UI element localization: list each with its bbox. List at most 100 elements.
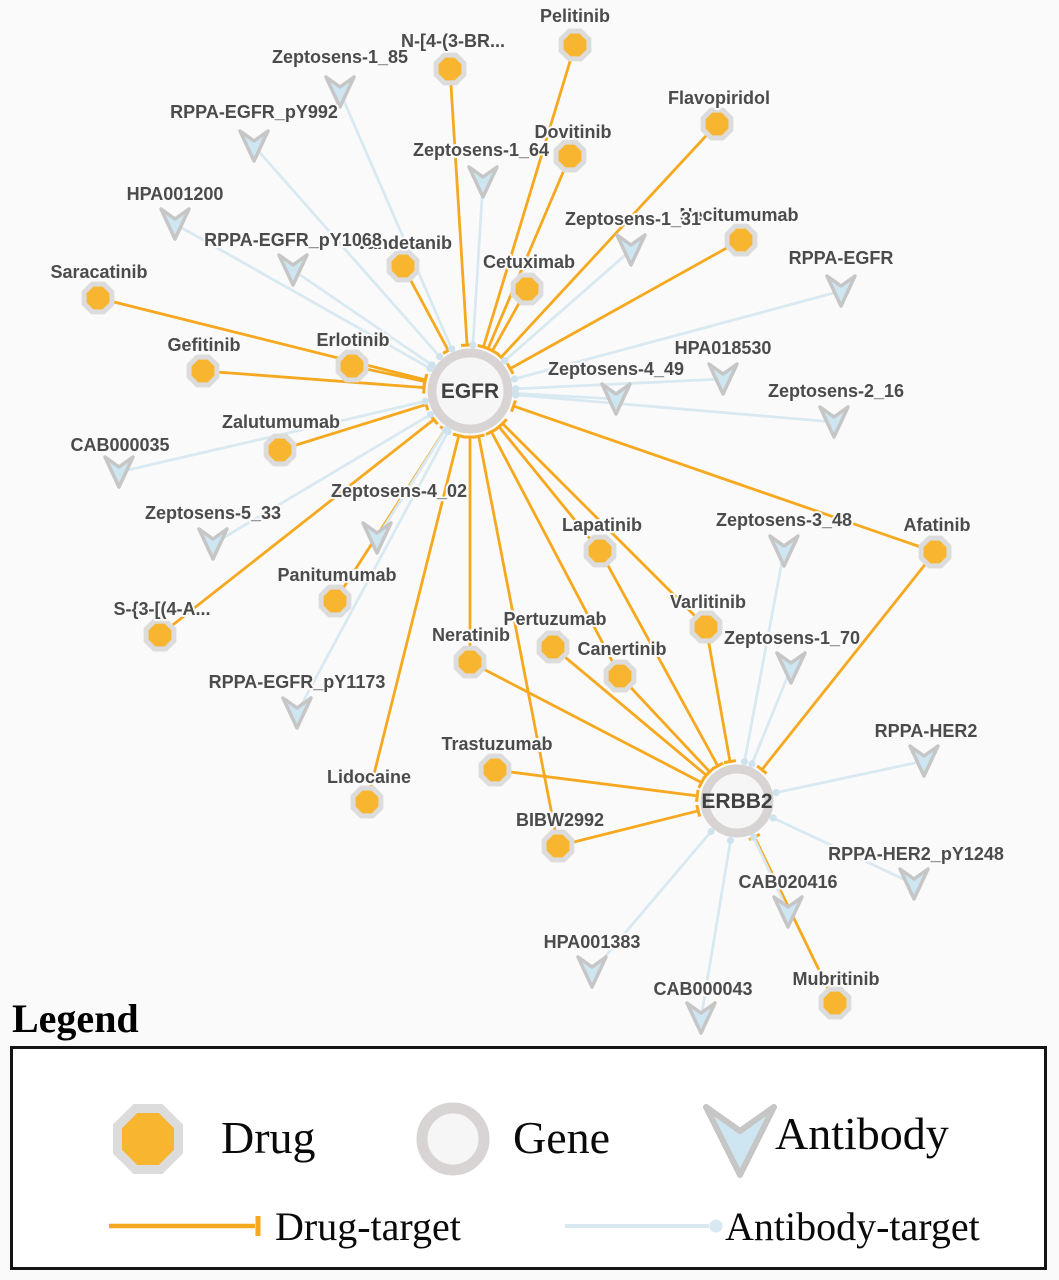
node-label-zep3_48: Zeptosens-3_48 — [716, 510, 852, 530]
antibody-target-legend-line — [565, 1219, 723, 1233]
node-label-zep4_02: Zeptosens-4_02 — [331, 481, 467, 501]
node-label-s3_4a: S-{3-[(4-A... — [113, 599, 210, 619]
drug-node-s3_4a — [143, 618, 177, 652]
antibody-target-edge-hpa001200-egfr — [174, 222, 434, 372]
drug-target-edge-pertuzumab-erbb2 — [552, 645, 712, 781]
node-label-mubritinib: Mubritinib — [793, 969, 880, 989]
drug-node-varlitinib — [689, 610, 723, 644]
antibody-node-hpa001383 — [576, 955, 608, 989]
node-label-saracatinib: Saracatinib — [50, 262, 147, 282]
node-label-hpa018530: HPA018530 — [675, 338, 772, 358]
node-label-lidocaine: Lidocaine — [327, 767, 411, 787]
node-label-rppa_egfr_py1068: RPPA-EGFR_pY1068 — [204, 230, 382, 250]
antibody-target-edge-rppa_her2-erbb2 — [772, 759, 925, 797]
drug-node-erlotinib — [335, 349, 369, 383]
node-label-trastuzumab: Trastuzumab — [441, 734, 552, 754]
drug-node-vandetanib — [386, 249, 420, 283]
drug-node-cetuximab — [510, 272, 544, 306]
antibody-target-edge-zep1_70-erbb2 — [748, 667, 793, 768]
node-label-zalutumumab: Zalutumumab — [222, 412, 340, 432]
antibody-node-rppa_her2 — [908, 744, 940, 778]
drug-target-edge-mubritinib-erbb2 — [748, 833, 837, 1004]
drug-target-edge-pelitinib-egfr — [477, 44, 577, 351]
node-label-zep1_70: Zeptosens-1_70 — [724, 628, 860, 648]
drug-target-edge-varlitinib-erbb2 — [704, 626, 737, 765]
drug-node-lidocaine — [350, 785, 384, 819]
node-label-cab020416: CAB020416 — [738, 872, 837, 892]
drug-node-neratinib — [453, 645, 487, 679]
node-label-cab000043: CAB000043 — [653, 979, 752, 999]
drug-node-bibw2992 — [541, 829, 575, 863]
drug-node-panitumumab — [318, 584, 352, 618]
drug-target-edge-canertinib-egfr — [485, 427, 622, 677]
drug-target-edge-afatinib-egfr — [510, 399, 936, 554]
drug-node-trastuzumab — [478, 753, 512, 787]
gene-node-egfr — [427, 348, 513, 434]
antibody-node-zep1_31 — [615, 233, 647, 267]
drug-target-edge-zalutumumab-egfr — [279, 398, 430, 452]
antibody-target-edge-hpa018530-egfr — [512, 377, 724, 393]
antibody-node-zep1_85 — [324, 75, 356, 109]
antibody-target-edge-cab020416-erbb2 — [750, 833, 790, 913]
antibody-target-edge-rppa_egfr_py1173-egfr — [295, 427, 452, 714]
drug-node-pertuzumab — [536, 630, 570, 664]
drug-target-edge-trastuzumab-erbb2 — [494, 768, 700, 803]
drug-target-edge-lidocaine-egfr — [365, 432, 465, 803]
node-label-hpa001200: HPA001200 — [127, 184, 224, 204]
legend-title: Legend — [12, 996, 139, 1041]
drug-target-edge-flavopiridol-egfr — [495, 123, 719, 363]
node-label-flavopiridol: Flavopiridol — [668, 88, 770, 108]
drug-node-gefitinib — [186, 354, 220, 388]
antibody-node-rppa_egfr_py1068 — [277, 253, 309, 287]
node-label-zep2_16: Zeptosens-2_16 — [768, 381, 904, 401]
node-label-hpa001383: HPA001383 — [544, 932, 641, 952]
antibody-target-edge-rppa_egfr-egfr — [510, 289, 842, 383]
antibody-node-hpa018530 — [707, 362, 739, 396]
node-label-gefitinib: Gefitinib — [168, 335, 241, 355]
drug-target-edge-afatinib-erbb2 — [756, 551, 937, 775]
labels-layer: PelitinibN-[4-(3-BR...DovitinibFlavopiri… — [48, 4, 1005, 1001]
drug-target-edge-lapatinib-erbb2 — [598, 550, 724, 771]
node-label-pelitinib: Pelitinib — [540, 6, 610, 26]
antibody-target-edge-zep4_49-egfr — [512, 389, 617, 401]
node-label-pertuzumab: Pertuzumab — [503, 609, 606, 629]
antibody-node-cab020416 — [772, 895, 804, 929]
node-label-zep4_49: Zeptosens-4_49 — [548, 359, 684, 379]
drug-node-flavopiridol — [700, 107, 734, 141]
antibody-node-zep5_33 — [197, 527, 229, 561]
node-label-zep1_31: Zeptosens-1_31 — [565, 209, 701, 229]
drug-target-edge-necitumumab-egfr — [505, 238, 742, 375]
drug-target-edge-n4_3br-egfr — [448, 68, 474, 347]
gene-legend-label: Gene — [513, 1112, 611, 1163]
antibody-node-cab000035 — [103, 455, 135, 489]
antibody-target-edge-rppa_her2_py1248-erbb2 — [769, 814, 915, 886]
drug-target-edge-saracatinib-egfr — [97, 296, 429, 386]
node-label-canertinib: Canertinib — [577, 639, 666, 659]
drug-node-n4_3br — [433, 52, 467, 86]
gene-legend-icon — [416, 1102, 490, 1176]
drug-target-edge-dovitinib-egfr — [481, 155, 572, 353]
node-label-vandetanib: Vandetanib — [356, 233, 452, 253]
drug-node-pelitinib — [558, 28, 592, 62]
drug-target-edge-canertinib-erbb2 — [618, 675, 716, 777]
node-label-neratinib: Neratinib — [432, 625, 510, 645]
drug-node-dovitinib — [553, 139, 587, 173]
drug-target-edge-varlitinib-egfr — [497, 418, 707, 628]
node-label-afatinib: Afatinib — [904, 515, 971, 535]
antibody-target-edge-zep5_33-egfr — [212, 410, 435, 546]
nodes-layer — [81, 28, 952, 1035]
antibody-node-rppa_egfr_py992 — [238, 129, 270, 163]
antibody-node-zep1_70 — [775, 651, 807, 685]
drug-node-saracatinib — [81, 281, 115, 315]
node-label-erlotinib: Erlotinib — [317, 330, 390, 350]
drug-target-edge-gefitinib-egfr — [202, 369, 427, 394]
drug-legend-label: Drug — [221, 1112, 316, 1163]
node-label-rppa_egfr_py1173: RPPA-EGFR_pY1173 — [209, 672, 386, 692]
antibody-legend-icon — [703, 1104, 777, 1178]
drug-target-edge-s3_4a-egfr — [159, 413, 439, 637]
node-label-varlitinib: Varlitinib — [670, 592, 746, 612]
antibody-node-cab000043 — [685, 1001, 717, 1035]
node-label-bibw2992: BIBW2992 — [516, 810, 604, 830]
node-label-rppa_her2: RPPA-HER2 — [875, 721, 978, 741]
antibody-target-edge-cab000043-erbb2 — [699, 836, 735, 1019]
